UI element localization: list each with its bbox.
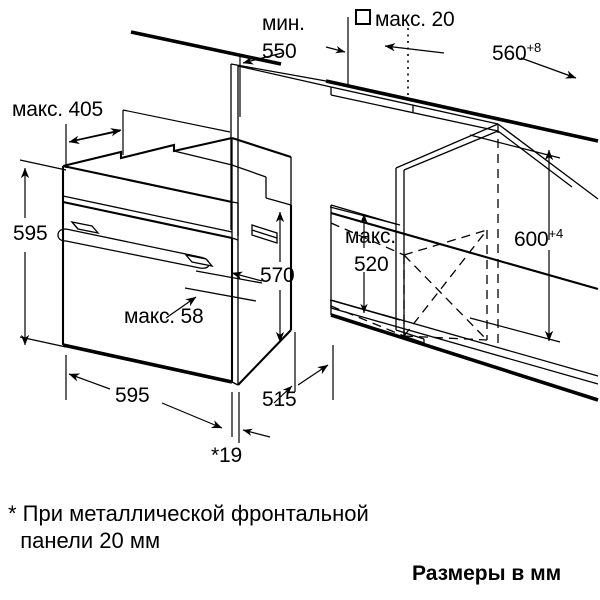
cabinet-niche-group	[130, 30, 599, 402]
worktop-front-edge-left	[130, 30, 282, 66]
oven-side-top-edge	[231, 137, 292, 158]
oven-side-bottom-edge	[237, 329, 292, 386]
plinth-detail-top	[395, 329, 425, 340]
oven-top-front-edge	[62, 164, 233, 204]
dim-560-arrow-right	[520, 57, 577, 79]
oven-panel-inner-line	[62, 195, 233, 233]
oven-door-bottom-thickness	[231, 381, 239, 386]
dim-58-arrow-up	[165, 296, 197, 319]
cabinet-shelf-lower-b	[330, 307, 599, 385]
dim-560-arrow-left	[384, 43, 445, 54]
opening-dashed-diag-a	[403, 254, 488, 341]
oven-side-notch-upper	[231, 164, 267, 178]
oven-panel-side-top	[231, 201, 239, 204]
dim-515-arrow-outer	[297, 364, 329, 386]
dim-595w-arrow-left	[68, 373, 111, 390]
worktop-top-bar	[325, 79, 599, 143]
label-600-value: 600	[514, 228, 549, 251]
cabinet-top-right-edge-inner	[497, 130, 573, 188]
oven-side-notch-top	[265, 197, 292, 206]
label-max-20: макс. 20	[375, 8, 455, 31]
label-max-520-line1: макс.	[345, 225, 396, 248]
label-570-depth: 570	[260, 264, 295, 287]
label-max-58: макс. 58	[124, 305, 204, 328]
oven-top-rear-profile	[62, 136, 233, 168]
handle-mount-right	[184, 253, 214, 268]
dim-515-arrow-inner	[273, 385, 293, 404]
ext-595h-top	[19, 159, 67, 171]
plinth-detail-bot	[403, 335, 425, 344]
label-min-550-line1: мин.	[262, 12, 305, 35]
dim-58-arrow-left	[231, 271, 263, 282]
oven-body-group	[57, 136, 293, 386]
ext-600-top-lead	[469, 134, 561, 159]
oven-side-vent-divider	[251, 229, 278, 239]
footnote-line-2: панели 20 мм	[8, 528, 161, 553]
label-595-width: 595	[115, 384, 150, 407]
label-max-520-line2: 520	[354, 253, 389, 276]
ext-600-bottom-lead	[469, 317, 561, 343]
footnote-line-1: * При металлической фронтальной	[8, 501, 369, 526]
label-19-thickness: *19	[211, 444, 242, 467]
opening-dashed-left-link	[330, 222, 405, 256]
niche-left-wall-top-front	[230, 63, 327, 82]
label-515-depth: 515	[262, 388, 297, 411]
worktop-thickness-line-b	[330, 94, 499, 132]
niche-inner-partition-top-a	[395, 123, 499, 169]
dim-405-arrow-right	[71, 128, 122, 142]
opening-dashed-top	[403, 229, 488, 256]
ext-405-lead	[122, 109, 231, 133]
oven-door-handle	[57, 228, 210, 269]
cabinet-bottom-board	[330, 313, 599, 402]
label-max-405: макс. 405	[12, 98, 103, 121]
label-600-tolerance: +4	[548, 226, 564, 241]
opening-dashed-diag-b	[403, 229, 488, 337]
opening-dashed-left-link-lower	[330, 305, 405, 337]
units-note: Размеры в мм	[412, 562, 562, 585]
dim-19-arrow	[242, 428, 271, 438]
dim-595w-arrow-right	[161, 402, 223, 429]
lead-58-lower	[184, 287, 257, 302]
label-560-value: 560	[492, 42, 527, 65]
cabinet-top-right-edge	[497, 123, 599, 200]
dim-20-arrow	[325, 46, 346, 54]
niche-inner-partition-top-b	[403, 130, 499, 171]
ext-595h-bottom	[19, 336, 67, 348]
oven-side-vent-slot	[251, 224, 278, 244]
cabinet-shelf-top-long	[330, 211, 599, 291]
niche-left-wall-top-back	[237, 65, 332, 88]
label-560-plus8: 560+8	[492, 36, 541, 66]
dimension-lines-group	[19, 9, 577, 443]
handle-mount-left-edge	[71, 221, 79, 230]
label-600-plus4: 600+4	[514, 222, 563, 252]
worktop-thickness-line-a	[330, 86, 499, 125]
oven-top-inner-line	[173, 150, 233, 166]
dim-550-arrow	[242, 52, 283, 65]
oven-panel-bottom-edge	[62, 200, 233, 240]
label-595-height: 595	[13, 222, 48, 245]
label-min-550-line2: 550	[262, 40, 297, 63]
label-560-tolerance: +8	[526, 40, 542, 55]
lead-58-upper	[195, 270, 263, 284]
oven-door-bottom-edge	[62, 343, 233, 384]
square-symbol-icon	[355, 9, 371, 25]
